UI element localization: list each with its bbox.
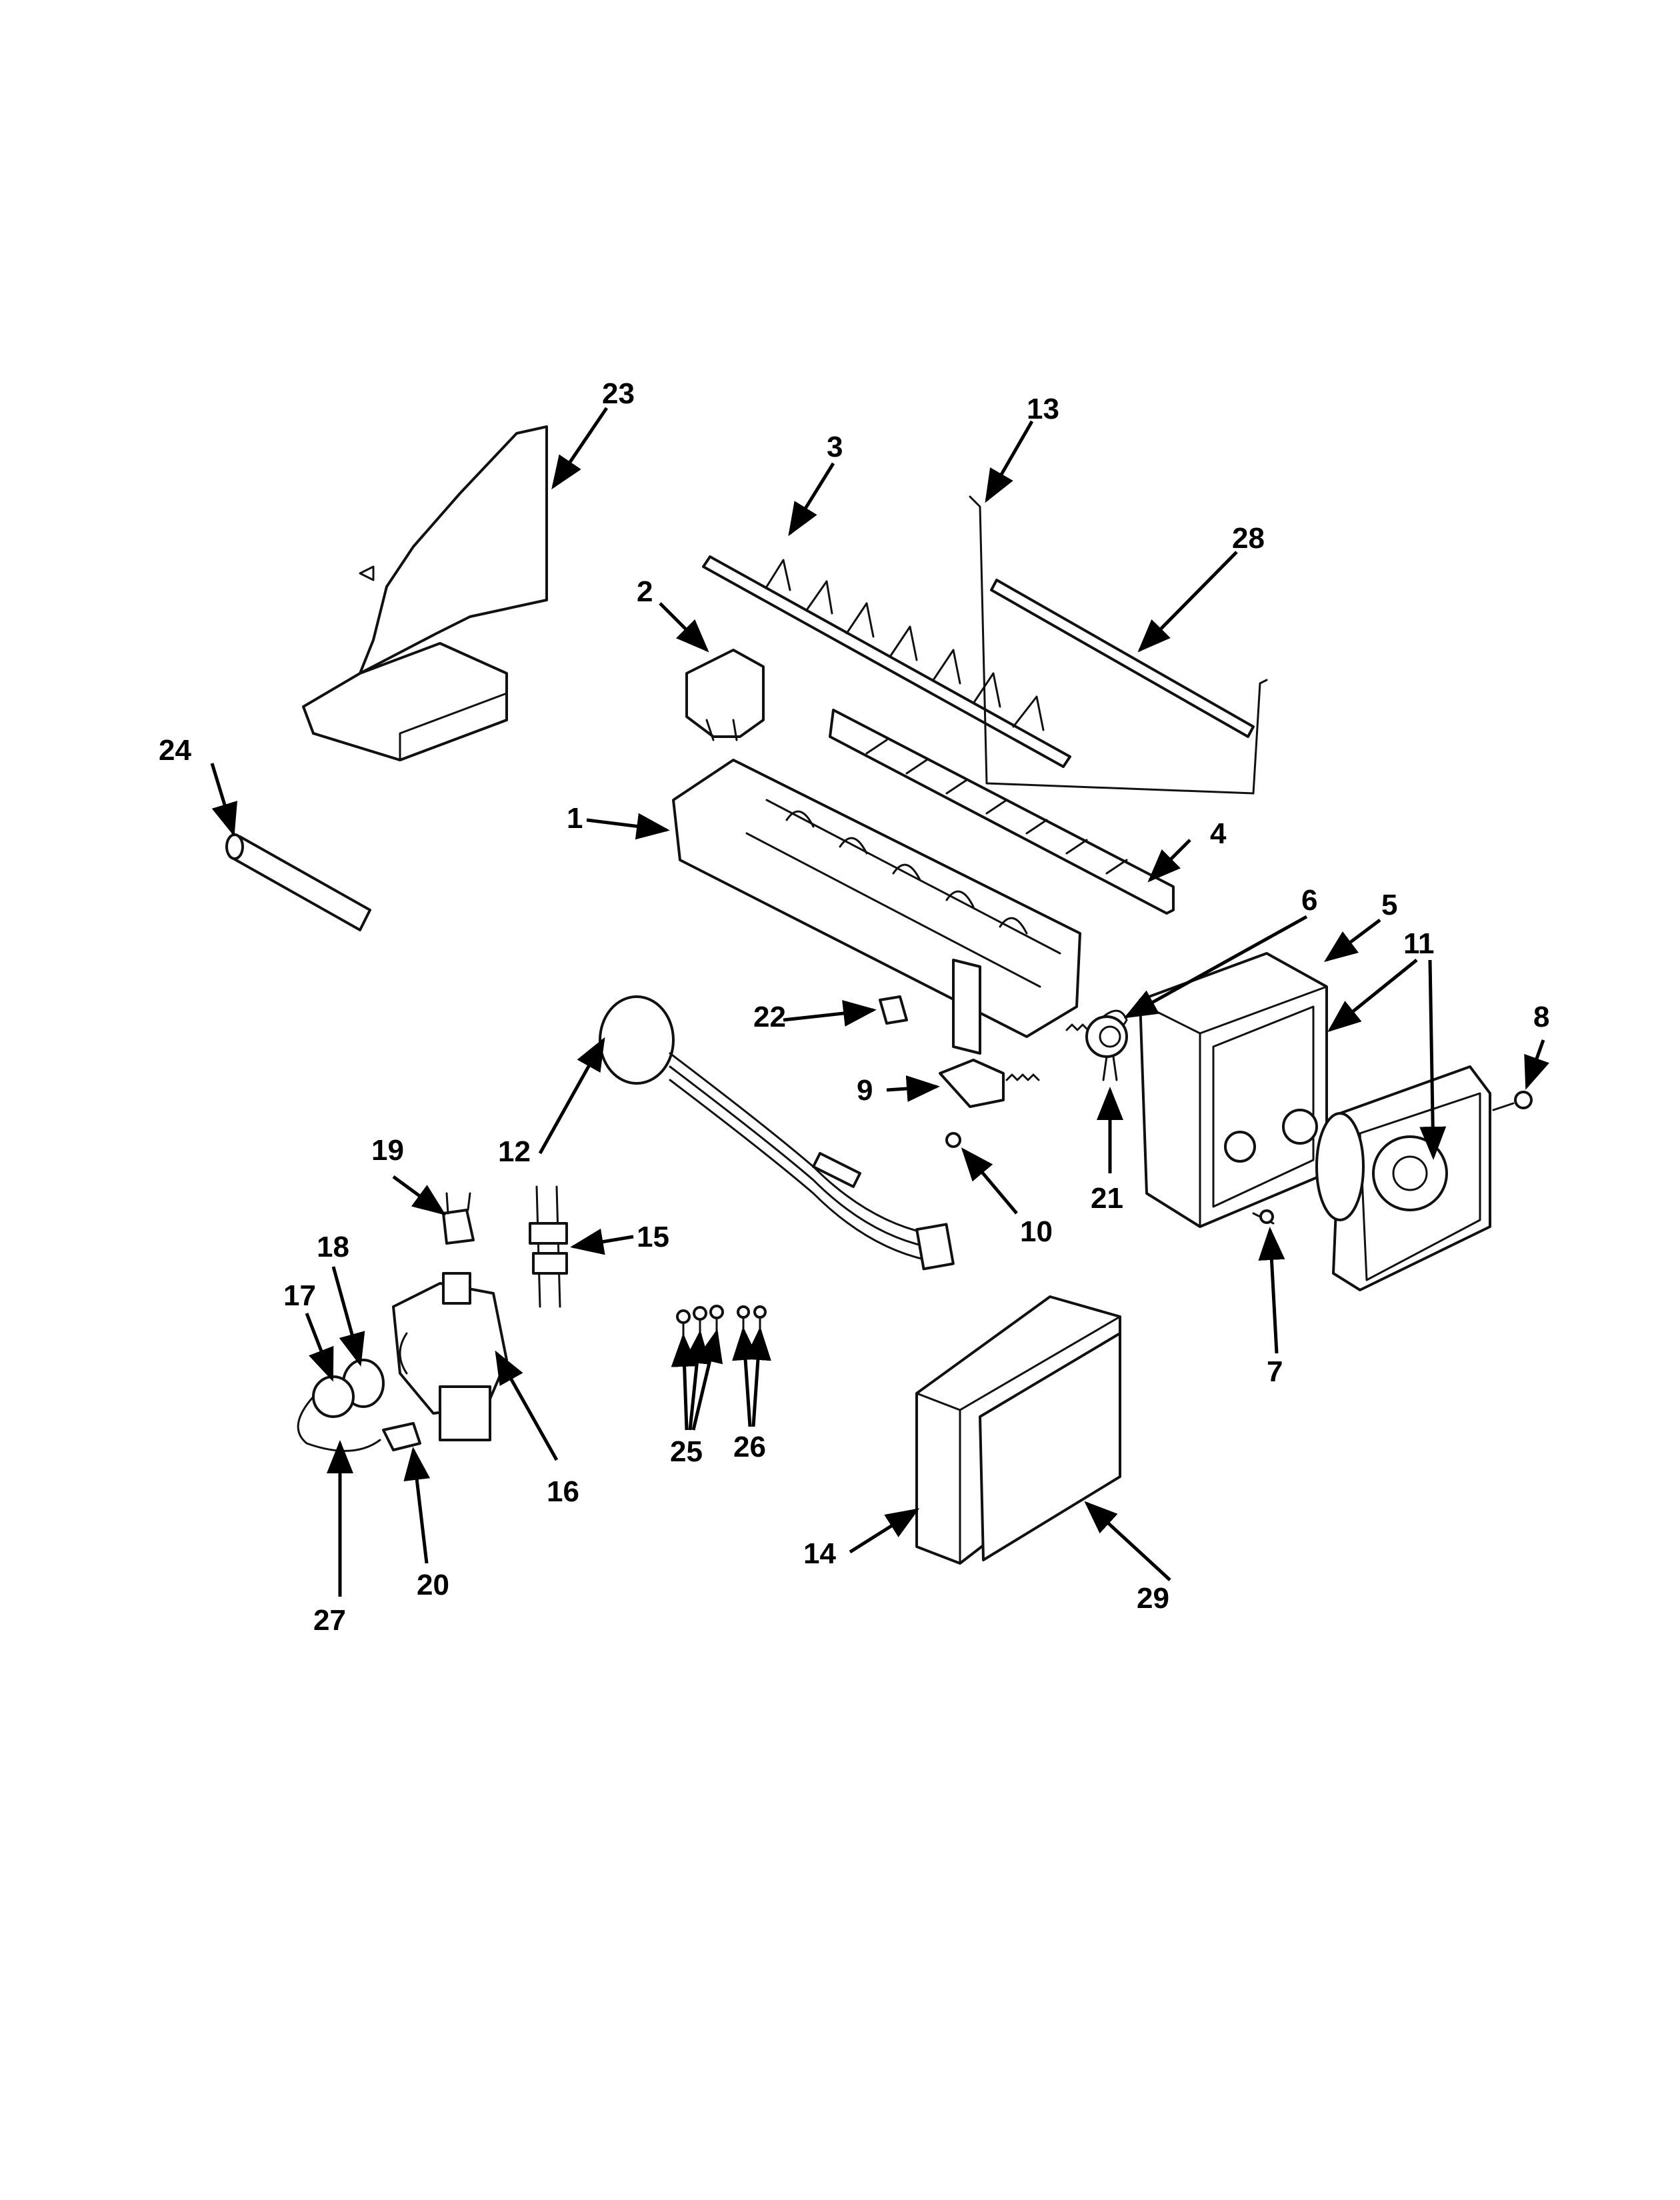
callout-27: 27 [313, 1604, 346, 1637]
part-7-screw [1252, 1209, 1275, 1225]
part-11-module [1315, 1065, 1491, 1291]
part-23-cover [302, 425, 548, 761]
part-15-fitting [529, 1185, 568, 1308]
callout-3: 3 [827, 431, 843, 463]
callout-15: 15 [637, 1221, 669, 1253]
callout-14: 14 [803, 1537, 836, 1570]
callout-24: 24 [159, 734, 191, 767]
part-20-clamp [382, 1422, 421, 1451]
callout-21: 21 [1091, 1182, 1123, 1215]
callout-12: 12 [498, 1135, 531, 1168]
part-3-ejector [702, 555, 1071, 768]
part-28-rod [990, 579, 1255, 738]
callout-20: 20 [417, 1569, 449, 1601]
part-2-bracket [685, 649, 765, 741]
callout-9: 9 [857, 1074, 873, 1107]
leader-lines [210, 407, 1549, 1597]
callout-18: 18 [317, 1231, 349, 1263]
callout-6: 6 [1301, 884, 1317, 917]
callout-4: 4 [1210, 817, 1227, 850]
callout-29: 29 [1137, 1582, 1169, 1615]
callout-17: 17 [283, 1279, 316, 1312]
callout-16: 16 [547, 1475, 579, 1508]
part-1-mold [672, 759, 1081, 1055]
part-8-screw [1492, 1091, 1533, 1111]
part-19-nut [442, 1192, 475, 1245]
part-22-block [879, 995, 908, 1025]
callout-8: 8 [1533, 1001, 1549, 1033]
callout-1: 1 [567, 802, 583, 835]
callout-11: 11 [1403, 927, 1435, 960]
part-12-harness [599, 995, 955, 1271]
callout-5: 5 [1381, 889, 1397, 921]
part-9-bracket [939, 1059, 1005, 1108]
callout-22: 22 [753, 1001, 786, 1033]
callout-28: 28 [1232, 522, 1265, 555]
part-25-screws [676, 1305, 724, 1338]
callout-2: 2 [637, 575, 653, 608]
part-26-screws [737, 1305, 767, 1331]
part-24-tube [225, 833, 371, 931]
callout-26: 26 [733, 1431, 766, 1463]
part-13-shutoff-arm [969, 495, 1268, 795]
callout-7: 7 [1267, 1355, 1283, 1388]
part-27-strap [297, 1395, 381, 1452]
callout-19: 19 [371, 1134, 404, 1167]
part-17-cap [312, 1375, 355, 1418]
callout-10: 10 [1020, 1215, 1053, 1248]
part-29-panel [979, 1332, 1121, 1561]
callout-23: 23 [602, 377, 635, 410]
part-4-stripper [829, 709, 1175, 915]
callout-labels: 23 13 3 28 2 24 1 4 6 5 11 8 22 12 9 10 … [159, 377, 1549, 1637]
part-16-valve [392, 1272, 508, 1441]
callout-13: 13 [1027, 393, 1059, 425]
part-21-thermostat [1085, 1015, 1128, 1081]
part-10-screw [945, 1132, 961, 1148]
callout-25: 25 [670, 1435, 703, 1468]
